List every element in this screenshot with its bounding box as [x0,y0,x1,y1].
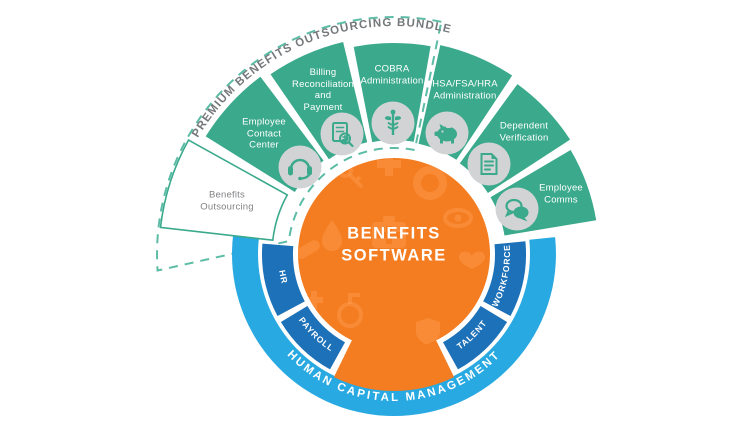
label-benefits-outsourcing: Benefits Outsourcing [200,189,254,212]
segment-benefits-outsourcing [159,139,289,242]
invoice-magnifier-icon [320,112,364,156]
center-title: BENEFITS SOFTWARE [341,224,447,265]
label-employee-comms: Employee Comms [539,182,583,205]
label-hsa-fsa-hra: HSA/FSA/HRA Administration [432,78,498,101]
svg-text:HR: HR [277,269,290,285]
benefits-software-circle [298,158,490,350]
hr-label: HR [277,269,289,285]
segment-hr [261,243,305,316]
benefits-pattern [298,158,486,346]
premium-bundle-dashed-border [156,16,443,272]
label-employee-contact-center: Employee Contact Center [242,116,286,151]
label-billing-reconciliation: Billing Reconciliation and Payment [292,66,354,113]
speech-bubbles-icon [495,187,539,231]
label-cobra-administration: COBRA Administration [360,63,424,86]
headset-icon [278,145,322,189]
segment-talent [443,306,508,370]
segment-workforce [483,241,527,316]
hcm-outer-ring [231,234,556,417]
piggy-bank-icon [425,111,469,155]
caduceus-icon [371,101,415,145]
segment-payroll [280,306,345,370]
label-dependent-verification: Dependent Verification [499,120,549,143]
document-checklist-icon [467,142,511,186]
segment-icons [278,101,539,231]
